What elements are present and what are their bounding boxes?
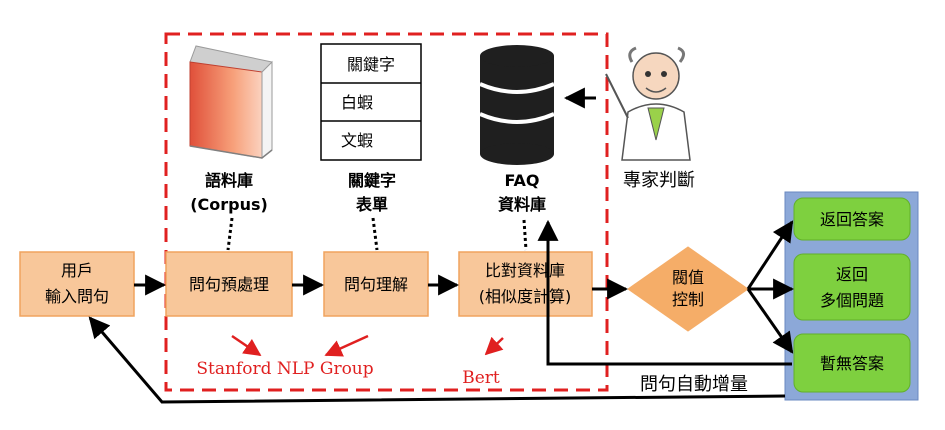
faq-connector (522, 219, 528, 251)
arrow-to-return-answer (746, 220, 794, 290)
keyword-label-line2: 表單 (355, 195, 388, 214)
auto-increase-label: 問句自動增量 (640, 374, 748, 395)
flow-arrows (88, 87, 795, 404)
red-annotation-arrows (231, 334, 504, 357)
arrow-to-no-answer (746, 288, 794, 354)
database-icon (479, 45, 555, 165)
compare-line2: (相似度計算) (479, 287, 572, 306)
red-arrow-1 (231, 334, 262, 357)
keyword-row-2: 白蝦 (341, 93, 373, 112)
expert-icon (605, 46, 691, 161)
compare-line1: 比對資料庫 (485, 261, 565, 280)
expert-label: 專家判斷 (623, 170, 695, 191)
return-multi-line2: 多個問題 (820, 291, 884, 310)
keyword-label-line1: 關鍵字 (348, 171, 396, 190)
no-answer-label: 暫無答案 (820, 354, 884, 373)
system-boundary (164, 32, 609, 392)
corpus-book-icon (189, 45, 273, 160)
corpus-connector (226, 217, 234, 251)
corpus-label-line1: 語料庫 (205, 171, 253, 190)
keyword-connector (371, 217, 379, 251)
return-multi-node: 返回 多個問題 (793, 253, 911, 321)
preprocess-label: 問句預處理 (189, 275, 269, 294)
return-answer-label: 返回答案 (820, 210, 884, 229)
faq-label-line1: FAQ (504, 171, 539, 190)
return-multi-line1: 返回 (836, 265, 868, 284)
threshold-diamond: 閥值 控制 (627, 246, 749, 332)
compare-node: 比對資料庫 (相似度計算) (458, 251, 593, 317)
stanford-label: Stanford NLP Group (196, 359, 373, 379)
keyword-row-1: 關鍵字 (347, 55, 395, 74)
arrow-feedback-to-user (88, 316, 786, 404)
corpus-label-line2: (Corpus) (190, 195, 268, 214)
user-input-node: 用戶 輸入問句 (19, 251, 135, 317)
faq-label-line2: 資料庫 (498, 195, 546, 214)
understand-label: 問句理解 (344, 275, 408, 294)
bert-label: Bert (462, 368, 500, 388)
red-arrow-3 (484, 336, 504, 356)
preprocess-node: 問句預處理 (165, 251, 293, 317)
return-answer-node: 返回答案 (793, 197, 911, 241)
threshold-line1: 閥值 (672, 268, 704, 287)
arrow-auto-increase-loop (537, 219, 792, 366)
keyword-table: 關鍵字 白蝦 文蝦 (320, 43, 422, 161)
no-answer-node: 暫無答案 (793, 333, 911, 393)
red-arrow-2 (324, 334, 369, 357)
user-input-line2: 輸入問句 (45, 287, 109, 306)
keyword-row-3: 文蝦 (341, 131, 373, 150)
threshold-line2: 控制 (672, 290, 704, 309)
user-input-line1: 用戶 (61, 261, 93, 280)
understand-node: 問句理解 (323, 251, 429, 317)
